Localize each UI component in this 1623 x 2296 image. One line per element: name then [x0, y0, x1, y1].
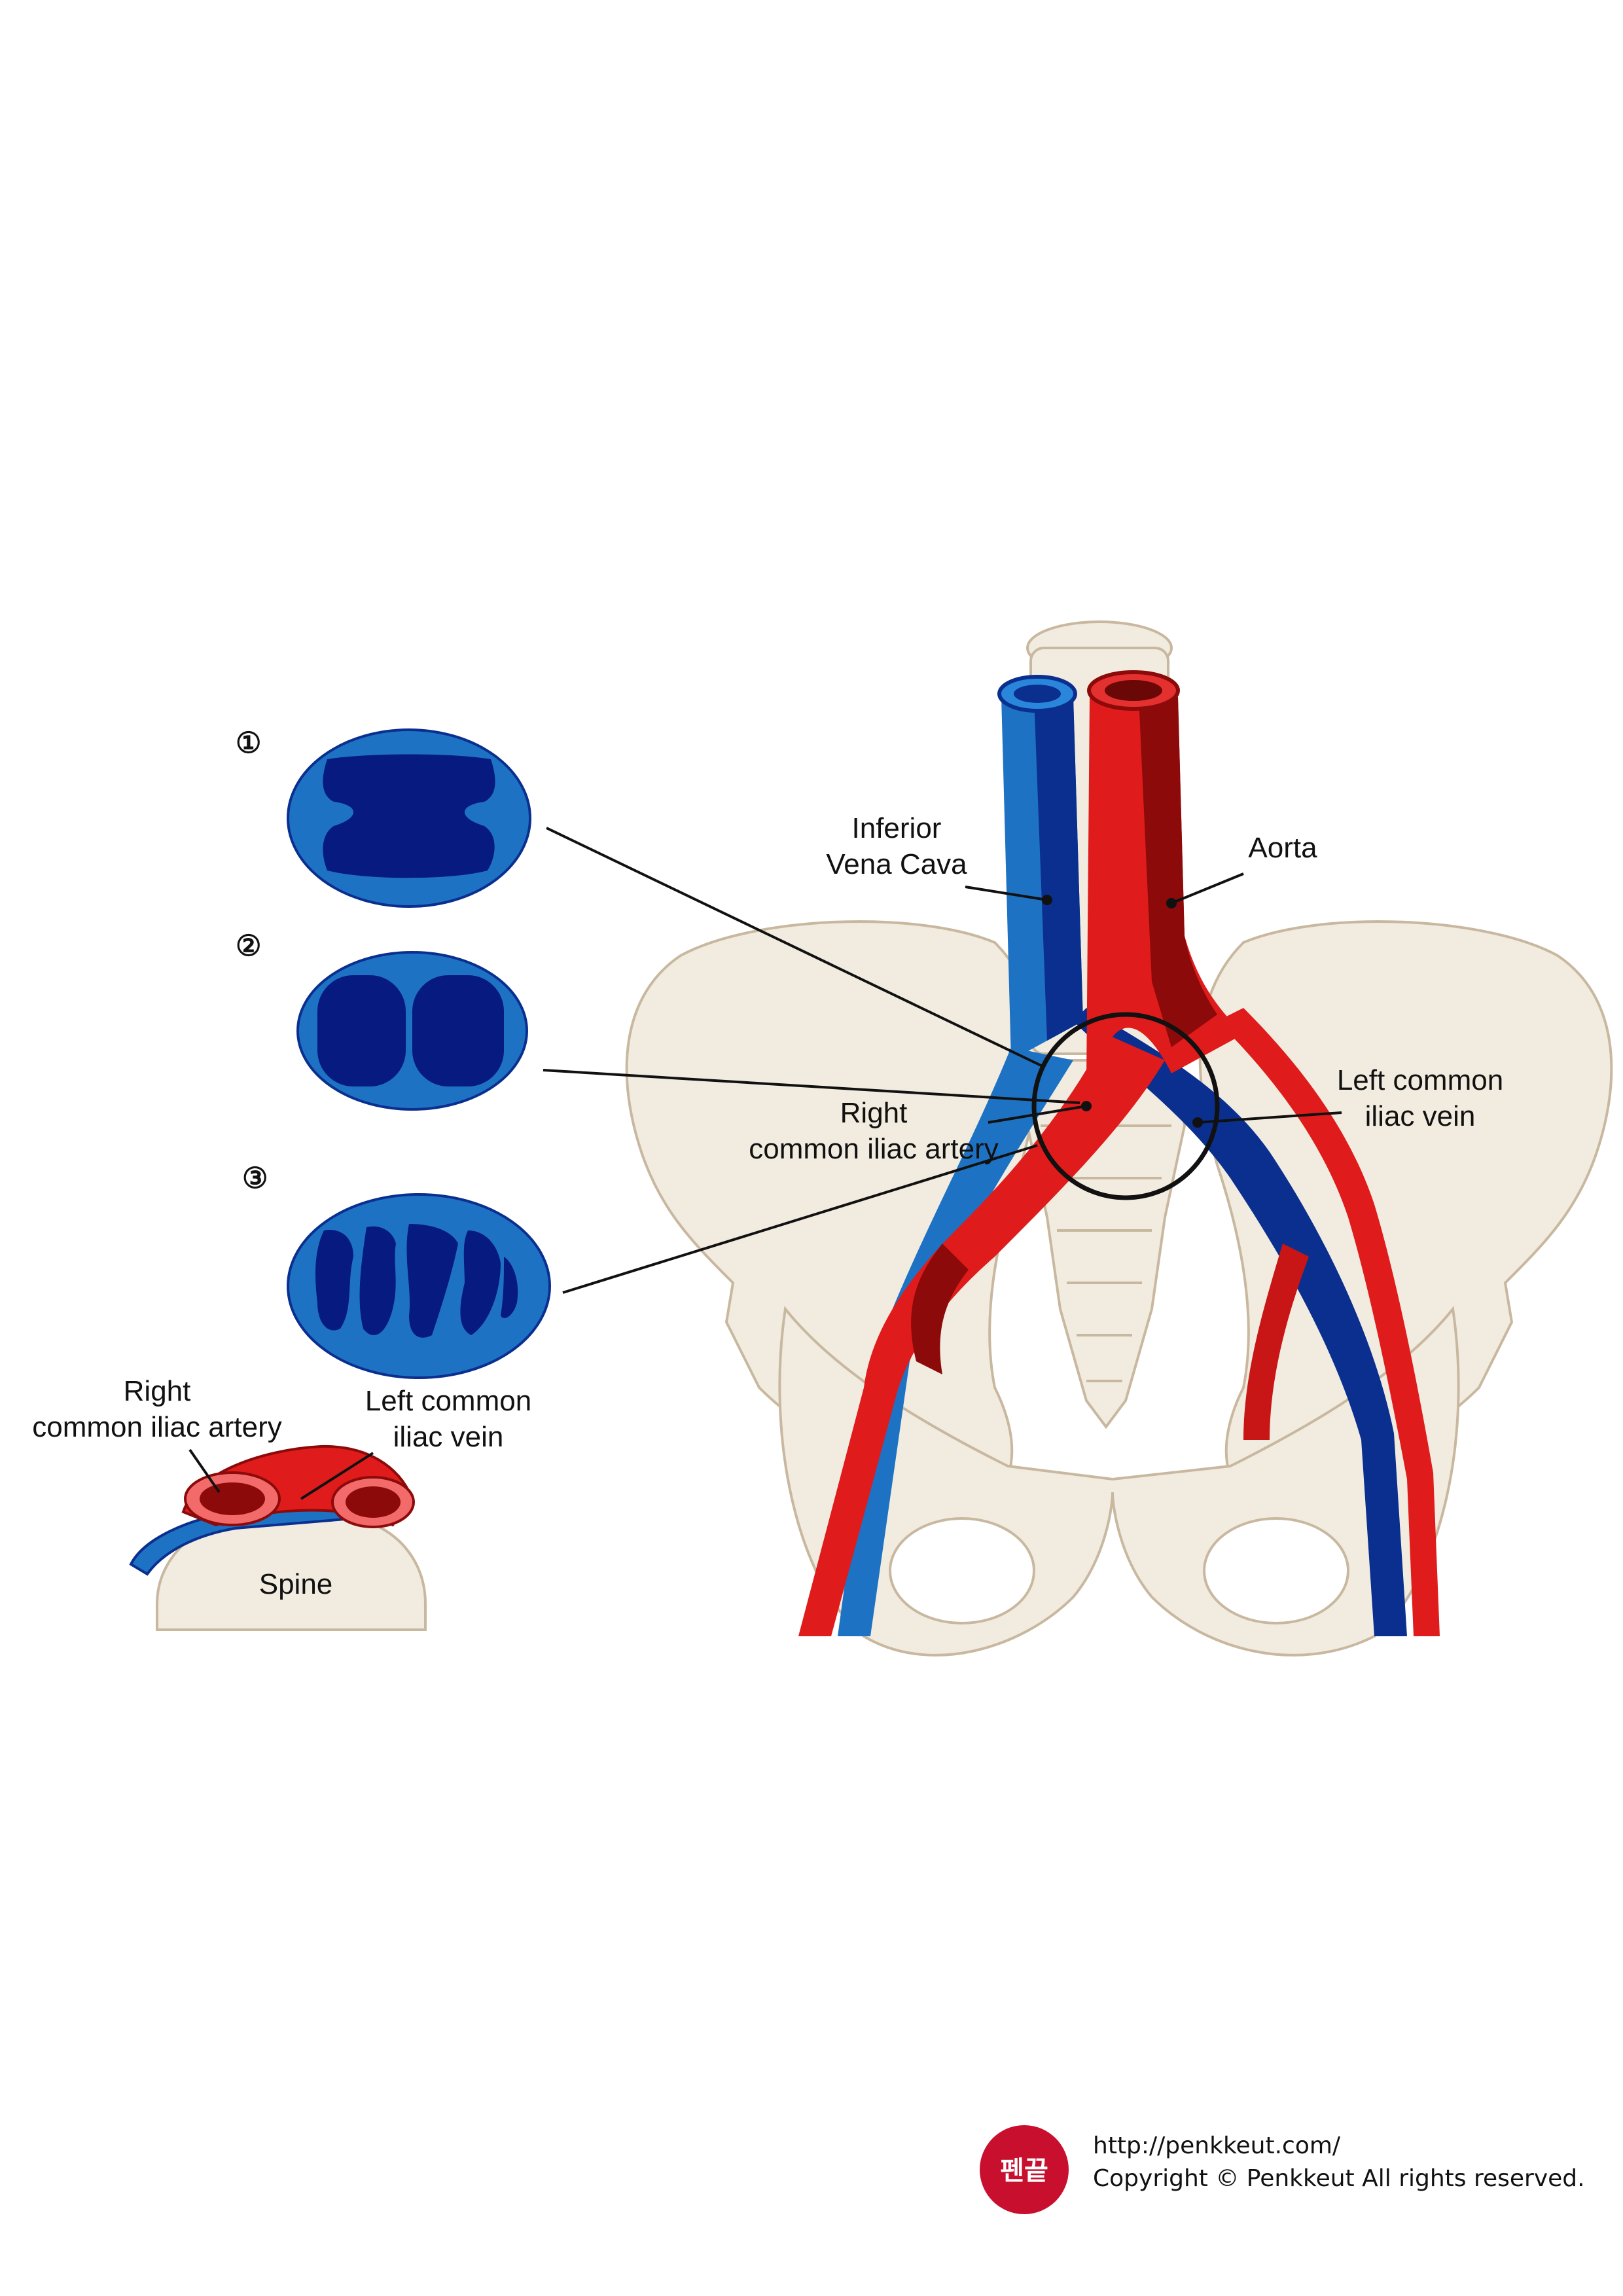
cross-section-3: ③ — [242, 1162, 551, 1379]
cross-section-1-number: ① — [236, 727, 261, 759]
cross-section-2: ② — [236, 930, 528, 1111]
inset-leader-artery — [188, 1448, 221, 1494]
label-aorta: Aorta — [1248, 832, 1317, 864]
inset-label-vein-line1: Left common — [365, 1385, 531, 1417]
leader-lines — [543, 827, 1342, 1294]
cross-section-3-number: ③ — [242, 1162, 268, 1194]
footer: 펜끝 http://penkkeut.com/ Copyright © Penk… — [980, 2125, 1585, 2214]
label-right-artery-line1: Right — [840, 1097, 908, 1129]
arterial-system — [798, 670, 1440, 1636]
venous-system — [838, 675, 1407, 1636]
inset-leader-vein — [300, 1452, 374, 1500]
inset-spine-label: Spine — [259, 1568, 333, 1600]
leader-section-1 — [546, 827, 1044, 1068]
inset-label-artery-line1: Right — [124, 1375, 191, 1407]
right-common-iliac-artery — [798, 1034, 1165, 1636]
cross-section-1: ① — [236, 727, 531, 908]
cross-section-2-number: ② — [236, 930, 261, 962]
leader-right-artery — [988, 1105, 1087, 1124]
right-obturator — [1203, 1517, 1349, 1624]
inset-label-vein-line2: iliac vein — [393, 1421, 504, 1453]
leader-section-3 — [562, 1144, 1038, 1294]
leader-section-2 — [543, 1069, 1080, 1104]
cross-section-2-lumen-left — [317, 975, 406, 1086]
main-labels: Inferior Vena Cava Aorta Left common ili… — [749, 812, 1503, 1165]
footer-url[interactable]: http://penkkeut.com/ — [1093, 2132, 1341, 2159]
spine-inset: Spine Right common iliac artery Left com… — [32, 1375, 531, 1631]
leader-aorta — [1171, 872, 1244, 905]
left-obturator — [889, 1517, 1035, 1624]
left-common-iliac-artery — [1217, 1008, 1440, 1636]
cross-section-3-lumens — [315, 1224, 518, 1338]
label-ivc-line1: Inferior — [852, 812, 942, 844]
label-ivc-line2: Vena Cava — [826, 848, 967, 880]
logo-text: 펜끝 — [1000, 2156, 1048, 2186]
leader-ivc — [965, 886, 1048, 901]
label-left-vein-line2: iliac vein — [1365, 1100, 1476, 1132]
left-common-iliac-vein — [1073, 1008, 1407, 1636]
compression-highlight-circle — [1031, 1012, 1220, 1200]
label-right-artery-line2: common iliac artery — [749, 1133, 998, 1165]
leader-left-vein — [1197, 1111, 1342, 1124]
cross-section-1-lumen — [323, 754, 495, 878]
logo-mark — [980, 2125, 1069, 2214]
label-left-vein-line1: Left common — [1337, 1064, 1503, 1096]
footer-copyright: Copyright © Penkkeut All rights reserved… — [1093, 2165, 1585, 2192]
cross-section-2-lumen-right — [412, 975, 504, 1086]
inset-label-artery-line2: common iliac artery — [32, 1411, 281, 1443]
